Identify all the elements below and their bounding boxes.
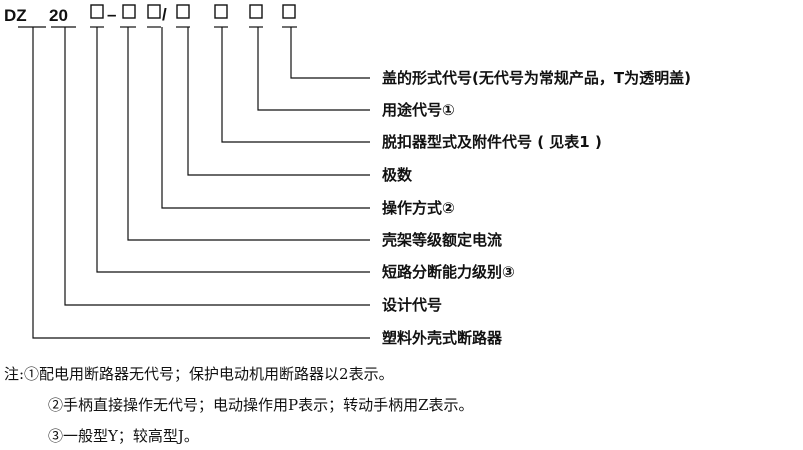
label-frame-current: 壳架等级额定电流: [381, 231, 502, 249]
leader-operation-mode: [161, 27, 370, 209]
label-breaking-capacity: 短路分断能力级别③: [382, 263, 515, 281]
code-slot-cover: [282, 4, 296, 19]
label-design-code: 设计代号: [382, 296, 442, 314]
code-slot-poles: [176, 4, 190, 19]
leader-usage: [257, 27, 370, 111]
code-slot-frame-current: [122, 4, 136, 19]
label-poles: 极数: [382, 166, 413, 184]
code-slot-operation-mode: [147, 4, 161, 19]
leader-breaking-capacity: [96, 27, 370, 273]
label-usage-code: 用途代号①: [382, 101, 455, 119]
label-release-type: 脱扣器型式及附件代号 ( 见表1 ): [382, 133, 602, 151]
note-line-1: 注:①配电用断路器无代号；保护电动机用断路器以2表示。: [4, 365, 394, 383]
leader-frame-current: [127, 27, 370, 241]
leader-poles: [187, 27, 370, 176]
code-slot-breaking-capacity: [90, 4, 104, 19]
leader-cover: [290, 27, 370, 79]
code-separator-dash: –: [107, 5, 116, 24]
code-separator-slash: /: [162, 5, 167, 24]
code-slot-release-type: [214, 4, 228, 19]
code-rating-20: 20: [49, 6, 68, 25]
note-line-3: ③一般型Y；较高型J。: [48, 427, 199, 445]
leader-design-code: [64, 27, 370, 306]
note-line-2: ②手柄直接操作无代号；电动操作用P表示；转动手柄用Z表示。: [48, 396, 474, 414]
code-slot-usage: [249, 4, 263, 19]
leader-release-type: [221, 27, 370, 143]
label-cover-type: 盖的形式代号(无代号为常规产品，T为透明盖): [382, 69, 691, 87]
leader-product-type: [32, 27, 370, 339]
label-operation-mode: 操作方式②: [382, 199, 455, 217]
code-prefix-dz: DZ: [4, 6, 27, 25]
label-product-type: 塑料外壳式断路器: [382, 329, 503, 347]
